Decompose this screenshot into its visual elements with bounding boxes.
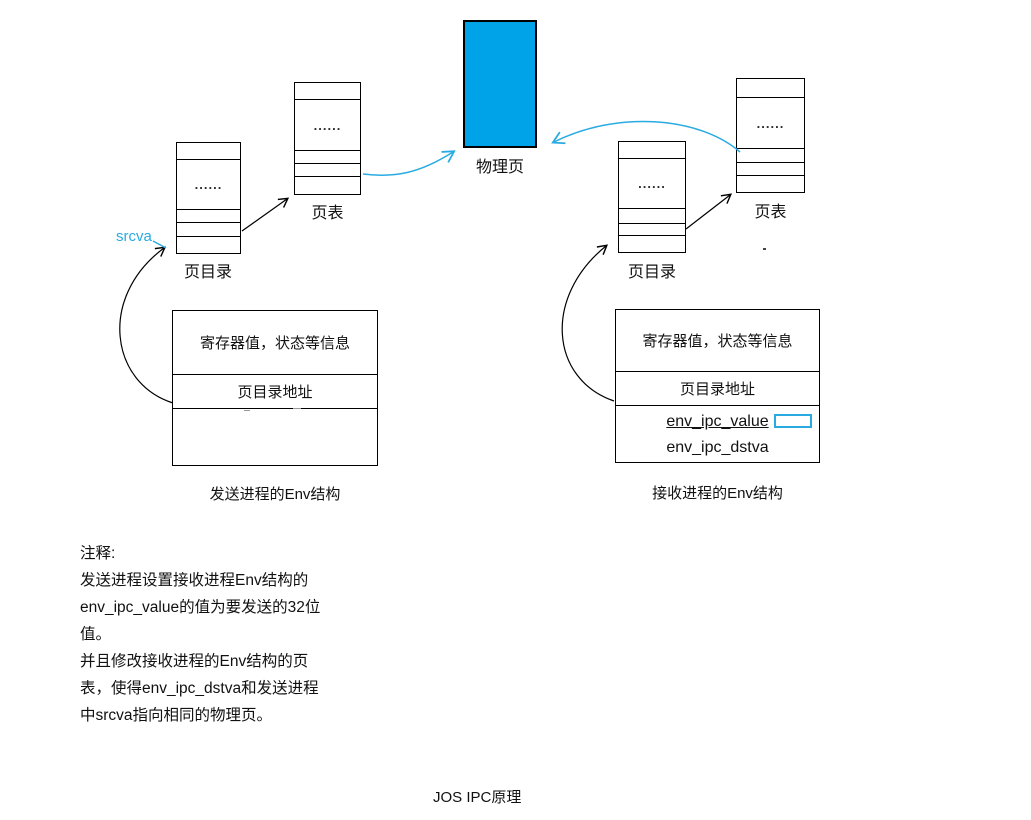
table-cell bbox=[619, 235, 685, 252]
env-empty-row bbox=[173, 408, 377, 465]
table-cell bbox=[295, 163, 360, 176]
faint-mark bbox=[244, 410, 250, 411]
note-line: 中srcva指向相同的物理页。 bbox=[80, 707, 273, 724]
sender-pgdir-to-pgtable-arrow bbox=[241, 197, 290, 232]
physical-page-box bbox=[463, 20, 537, 148]
ellipsis-text: ...... bbox=[638, 176, 666, 191]
sender-page-directory-box: ...... bbox=[176, 142, 241, 254]
note-line: 并且修改接收进程的Env结构的页 bbox=[80, 653, 309, 670]
ellipsis-text: ...... bbox=[313, 117, 342, 133]
receiver-page-directory-box: ...... bbox=[618, 141, 686, 253]
sender-page-table-box: ...... bbox=[294, 82, 361, 195]
note-line: 值。 bbox=[80, 626, 112, 643]
table-ellipsis-cell: ...... bbox=[737, 97, 804, 148]
table-cell bbox=[737, 148, 804, 162]
diagram-title: JOS IPC原理 bbox=[433, 789, 522, 806]
table-cell bbox=[177, 143, 240, 159]
env-ipc-dstva-label: env_ipc_dstva bbox=[666, 439, 769, 456]
receiver-env-caption: 接收进程的Env结构 bbox=[652, 485, 783, 502]
sender-page-table-label: 页表 bbox=[311, 205, 344, 222]
sender-page-directory-label: 页目录 bbox=[183, 264, 232, 281]
note-line: 注释: bbox=[80, 545, 116, 562]
receiver-page-directory-label: 页目录 bbox=[627, 264, 676, 281]
table-ellipsis-cell: ...... bbox=[619, 158, 685, 208]
srcva-pointer-line bbox=[152, 240, 167, 249]
table-cell bbox=[177, 222, 240, 236]
ipc-value-field-box bbox=[774, 414, 812, 428]
physical-page-label: 物理页 bbox=[475, 159, 524, 176]
note-line: env_ipc_value的值为要发送的32位 bbox=[80, 599, 321, 616]
env-pgdir-addr-row: 页目录地址 bbox=[616, 371, 819, 405]
env-registers-row: 寄存器值，状态等信息 bbox=[642, 333, 793, 350]
receiver-page-table-label: 页表 bbox=[754, 204, 787, 221]
table-ellipsis-cell: ...... bbox=[295, 99, 360, 150]
table-cell bbox=[737, 162, 804, 175]
faint-mark bbox=[293, 408, 301, 409]
ellipsis-text: ...... bbox=[756, 115, 785, 131]
table-cell bbox=[295, 150, 360, 163]
table-cell bbox=[737, 79, 804, 97]
table-cell bbox=[177, 236, 240, 253]
sender-pgtable-to-physical-page-arrow bbox=[362, 150, 456, 177]
sender-env-box: 寄存器值，状态等信息 页目录地址 bbox=[172, 310, 378, 466]
table-cell bbox=[619, 223, 685, 235]
env-ipc-value-label: env_ipc_value bbox=[666, 413, 769, 430]
table-cell bbox=[295, 176, 360, 194]
receiver-env-to-pgdir-arrow bbox=[561, 244, 615, 402]
table-ellipsis-cell: ...... bbox=[177, 159, 240, 209]
receiver-page-table-box: ...... bbox=[736, 78, 805, 193]
table-cell bbox=[619, 142, 685, 158]
env-pgdir-addr-row: 页目录地址 bbox=[173, 374, 377, 408]
table-cell bbox=[619, 208, 685, 223]
table-cell bbox=[295, 83, 360, 99]
sender-env-caption: 发送进程的Env结构 bbox=[209, 486, 341, 503]
table-cell bbox=[177, 209, 240, 222]
ellipsis-text: ...... bbox=[194, 177, 223, 192]
receiver-env-box: 寄存器值，状态等信息 页目录地址 env_ipc_value env_ipc_d… bbox=[615, 309, 820, 463]
env-ipc-rows: env_ipc_value env_ipc_dstva bbox=[616, 405, 819, 462]
receiver-pgdir-to-pgtable-arrow bbox=[685, 193, 733, 230]
note-line: 表，使得env_ipc_dstva和发送进程 bbox=[80, 680, 319, 697]
notes-block: 注释: 发送进程设置接收进程Env结构的 env_ipc_value的值为要发送… bbox=[80, 540, 380, 729]
env-registers-row: 寄存器值，状态等信息 bbox=[199, 335, 350, 352]
stray-dot bbox=[763, 248, 766, 250]
srcva-label: srcva bbox=[116, 228, 152, 245]
sender-env-to-pgdir-arrow bbox=[119, 246, 174, 404]
table-cell bbox=[737, 175, 804, 192]
note-line: 发送进程设置接收进程Env结构的 bbox=[80, 572, 309, 589]
